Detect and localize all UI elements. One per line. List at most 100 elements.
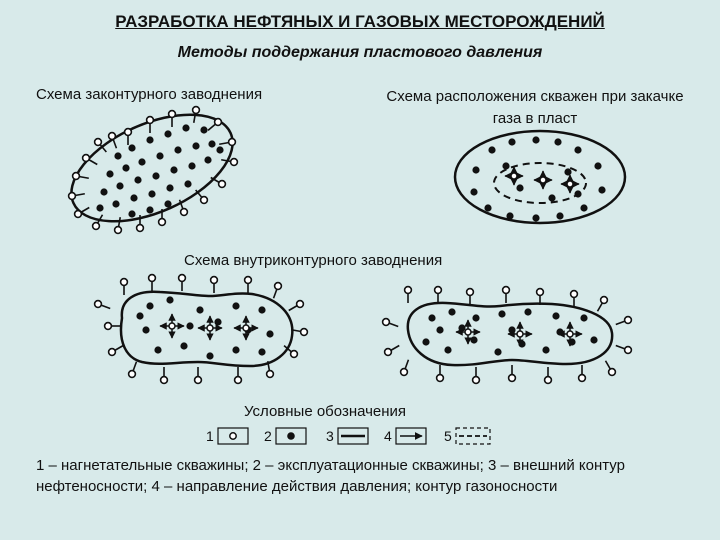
production-well-icon: [200, 126, 208, 134]
injection-well-icon: [599, 295, 609, 305]
production-well-icon: [164, 130, 172, 138]
production-well-icon: [574, 190, 582, 198]
production-well-icon: [164, 200, 172, 208]
injection-well-icon: [543, 375, 553, 385]
production-well-icon: [548, 194, 556, 202]
injection-well-icon: [399, 367, 409, 377]
injection-well-icon: [623, 315, 633, 325]
injection-well-icon: [465, 287, 475, 297]
production-well-icon: [204, 156, 212, 164]
production-well-icon: [498, 310, 506, 318]
injection-well-icon: [229, 432, 237, 440]
legend-box: [217, 427, 249, 445]
production-well-icon: [100, 188, 108, 196]
production-well-icon: [258, 306, 266, 314]
injection-well-icon: [539, 176, 547, 184]
inner-flooding-scheme-right: [381, 285, 633, 385]
injection-well-icon: [227, 137, 237, 147]
injection-well-icon: [433, 285, 443, 295]
injection-well-icon: [464, 328, 472, 336]
production-well-icon: [192, 142, 200, 150]
production-well-icon: [508, 326, 516, 334]
production-well-icon: [134, 176, 142, 184]
production-well-icon: [188, 162, 196, 170]
production-well-icon: [580, 314, 588, 322]
injection-well-icon: [566, 330, 574, 338]
injection-well-icon: [213, 117, 223, 127]
injection-well-icon: [535, 287, 545, 297]
injection-well-icon: [107, 347, 117, 357]
injection-well-icon: [199, 195, 209, 205]
production-well-icon: [484, 204, 492, 212]
injection-well-icon: [67, 191, 77, 201]
oil-contour: [70, 113, 234, 223]
injection-well-icon: [209, 275, 219, 285]
production-well-icon: [470, 188, 478, 196]
injection-well-icon: [168, 322, 176, 330]
injection-well-icon: [403, 285, 413, 295]
legend-number: 2: [264, 428, 272, 444]
production-well-icon: [186, 322, 194, 330]
legend-number: 5: [444, 428, 452, 444]
injection-well-icon: [123, 127, 133, 137]
production-well-icon: [180, 342, 188, 350]
injection-well-icon: [145, 115, 155, 125]
production-well-icon: [552, 312, 560, 320]
injection-well-icon: [127, 369, 137, 379]
production-well-icon: [184, 180, 192, 188]
production-well-icon: [216, 146, 224, 154]
injection-well-icon: [193, 375, 203, 385]
production-well-icon: [206, 352, 214, 360]
production-well-icon: [170, 166, 178, 174]
production-well-icon: [128, 144, 136, 152]
production-well-icon: [448, 308, 456, 316]
production-well-icon: [458, 324, 466, 332]
injection-well-icon: [107, 131, 117, 141]
production-well-icon: [590, 336, 598, 344]
production-well-icon: [174, 146, 182, 154]
injection-well-icon: [229, 157, 239, 167]
injection-well-icon: [191, 105, 201, 115]
production-well-icon: [208, 140, 216, 148]
injection-well-icon: [177, 273, 187, 283]
production-well-icon: [532, 214, 540, 222]
production-well-icon: [524, 308, 532, 316]
production-well-icon: [142, 326, 150, 334]
production-well-icon: [106, 170, 114, 178]
production-well-icon: [96, 204, 104, 212]
production-well-icon: [502, 162, 510, 170]
production-well-icon: [472, 166, 480, 174]
production-well-icon: [146, 136, 154, 144]
injection-well-icon: [501, 285, 511, 295]
injection-well-icon: [569, 289, 579, 299]
legend-description: 1 – нагнетательные скважины; 2 – эксплуа…: [36, 457, 625, 495]
legend-heading: Условные обозначения: [244, 403, 407, 420]
injection-well-icon: [233, 375, 243, 385]
production-well-icon: [444, 346, 452, 354]
production-well-icon: [146, 302, 154, 310]
legend-box: [455, 427, 491, 445]
production-well-icon: [196, 306, 204, 314]
gas-injection-scheme: [453, 129, 627, 225]
injection-well-icon: [179, 207, 189, 217]
outer-flooding-scheme: [67, 105, 239, 235]
production-well-icon: [122, 164, 130, 172]
legend-box: [337, 427, 369, 445]
production-well-icon: [472, 314, 480, 322]
injection-well-icon: [167, 109, 177, 119]
production-well-icon: [554, 138, 562, 146]
production-well-icon: [138, 158, 146, 166]
production-well-icon: [516, 184, 524, 192]
production-well-icon: [556, 212, 564, 220]
injection-well-icon: [383, 347, 393, 357]
production-well-icon: [470, 336, 478, 344]
injection-well-icon: [119, 277, 129, 287]
page-subtitle: Методы поддержания пластового давления: [177, 44, 543, 61]
production-well-icon: [598, 186, 606, 194]
injection-well-icon: [91, 221, 101, 231]
gas-contour: [493, 162, 587, 204]
injection-well-icon: [93, 137, 103, 147]
production-well-icon: [506, 212, 514, 220]
injection-well-icon: [510, 172, 518, 180]
injection-well-icon: [516, 330, 524, 338]
